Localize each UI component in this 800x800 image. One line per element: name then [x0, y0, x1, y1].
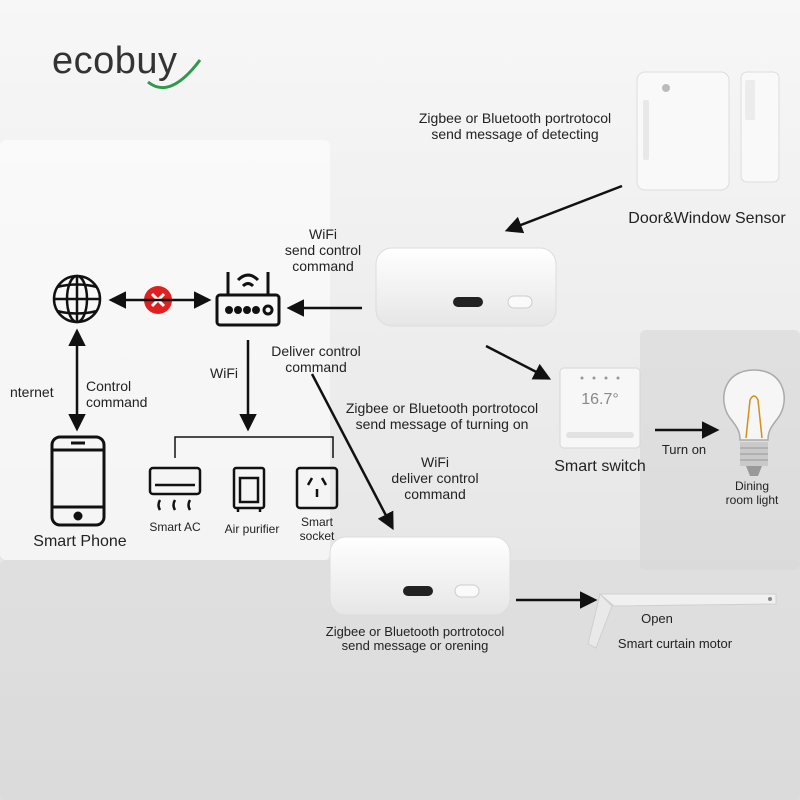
light-bulb [723, 369, 785, 476]
globe-icon [52, 274, 102, 324]
arrow-router-to-hub2 [310, 373, 394, 531]
door-window-sensor [636, 71, 780, 191]
thermostat-display: 16.7° [581, 391, 619, 408]
wifi-left-label: WiFi [210, 365, 238, 381]
air-purifier-label: Air purifier [224, 522, 280, 536]
smart-switch-label: Smart switch [554, 458, 646, 475]
sensor-name-label: Door&Window Sensor [628, 210, 786, 227]
router-icon [215, 272, 281, 327]
curtain-motor [587, 593, 777, 649]
appliance-bracket [174, 436, 334, 458]
smart-switch: 16.7° [559, 367, 641, 449]
socket-icon [295, 466, 339, 510]
smart-phone-label: Smart Phone [33, 533, 127, 550]
open-label: Open [641, 611, 673, 626]
curtain-motor-label: Smart curtain motor [617, 636, 733, 651]
turn-on-label: Turn on [661, 442, 707, 457]
smart-ac-label: Smart AC [149, 520, 201, 534]
hub-device-secondary [329, 536, 511, 616]
arrow-hub-to-switch [485, 344, 552, 380]
internet-label: nternet [10, 384, 54, 400]
hub-device-main [375, 247, 557, 327]
arrow-sensor-to-hub [504, 184, 623, 234]
logo-swoosh [147, 59, 202, 90]
brand-logo: ecobuy [52, 40, 178, 82]
air-purifier-icon [232, 466, 266, 512]
background-panel [640, 330, 800, 570]
ac-icon [148, 466, 202, 511]
phone-icon [50, 435, 106, 527]
background-window [0, 140, 330, 560]
